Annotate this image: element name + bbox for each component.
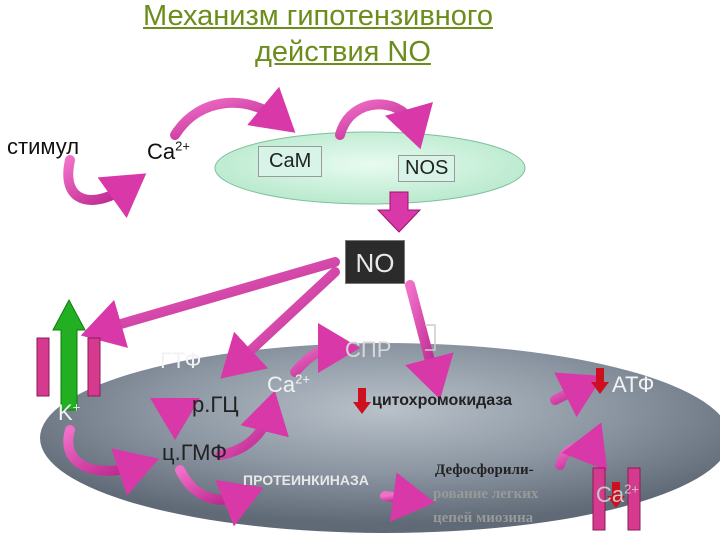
protein-kinase-label: ПРОТЕИНКИНАЗА (243, 472, 369, 488)
k-text: K (58, 400, 73, 425)
inhibition-arrow-ca-right (607, 482, 625, 508)
cam-box: CaM (258, 146, 323, 177)
ca-mid-charge: 2+ (295, 371, 310, 387)
ca-top-label: Ca2+ (147, 139, 190, 165)
ca-mid-label: Ca2+ (267, 372, 310, 398)
cytochrome-label: цитохромокидаза (372, 392, 513, 409)
channel-right-bar-2 (627, 467, 641, 531)
page-title-line2: действия NO (255, 36, 431, 68)
arrow-kinase-to-dephos (380, 472, 435, 522)
k-label: K+ (58, 400, 80, 426)
arrow-cgmp-to-proteinkinase (175, 465, 264, 527)
potassium-efflux-arrow (52, 298, 86, 411)
stimulus-label: стимул (7, 134, 80, 159)
ca-right-text: Ca (596, 482, 625, 507)
arrow-dephos-loop (555, 422, 608, 471)
arrow-cgmp-to-ca (215, 390, 289, 460)
ca-right-label: Ca2+ (596, 482, 639, 508)
atp-label: АТФ (612, 372, 655, 397)
inhibition-arrow-atp (591, 368, 609, 394)
gtp-label: ГТФ (160, 348, 202, 373)
arrow-stimulus-to-ca (63, 155, 147, 219)
arrow-no-to-gtp (220, 267, 340, 379)
cell-ellipse (40, 343, 720, 533)
dephos-line2: рование легких (433, 486, 539, 502)
arrow-k-loop (63, 425, 159, 496)
ca-right-charge: 2+ (624, 481, 639, 497)
k-charge: + (72, 399, 81, 415)
channel-left-bar-2 (87, 337, 101, 397)
arrow-cam-to-nos (335, 99, 433, 150)
arrow-nos-to-no (376, 191, 422, 233)
arrow-no-to-cytochrome (405, 280, 454, 400)
spr-bracket (425, 324, 436, 351)
channel-left-bar-1 (36, 337, 50, 397)
page-title-line1: Механизм гипотензивного (143, 0, 493, 32)
channel-right-bar-1 (592, 467, 606, 531)
no-box: NO (345, 240, 405, 284)
arrow-ca-to-spr (290, 323, 360, 377)
dephos-line3: цепей миозина (433, 510, 534, 526)
cgmp-label: ц.ГМФ (162, 440, 227, 465)
inhibition-arrow-cytochrome (353, 388, 371, 414)
ca-top-charge: 2+ (175, 138, 190, 154)
ca-mid-text: Ca (267, 372, 296, 397)
arrow-no-to-channel (80, 257, 340, 348)
rgc-label: р.ГЦ (192, 392, 239, 417)
spr-label: СПР (345, 337, 392, 362)
ca-top-text: Ca (147, 139, 176, 164)
arrow-ca-to-cam (170, 86, 296, 140)
nos-box: NOS (398, 155, 456, 182)
dephos-line1: Дефосфорили- (435, 462, 534, 478)
arrow-cytochrome-to-atp (550, 372, 603, 418)
